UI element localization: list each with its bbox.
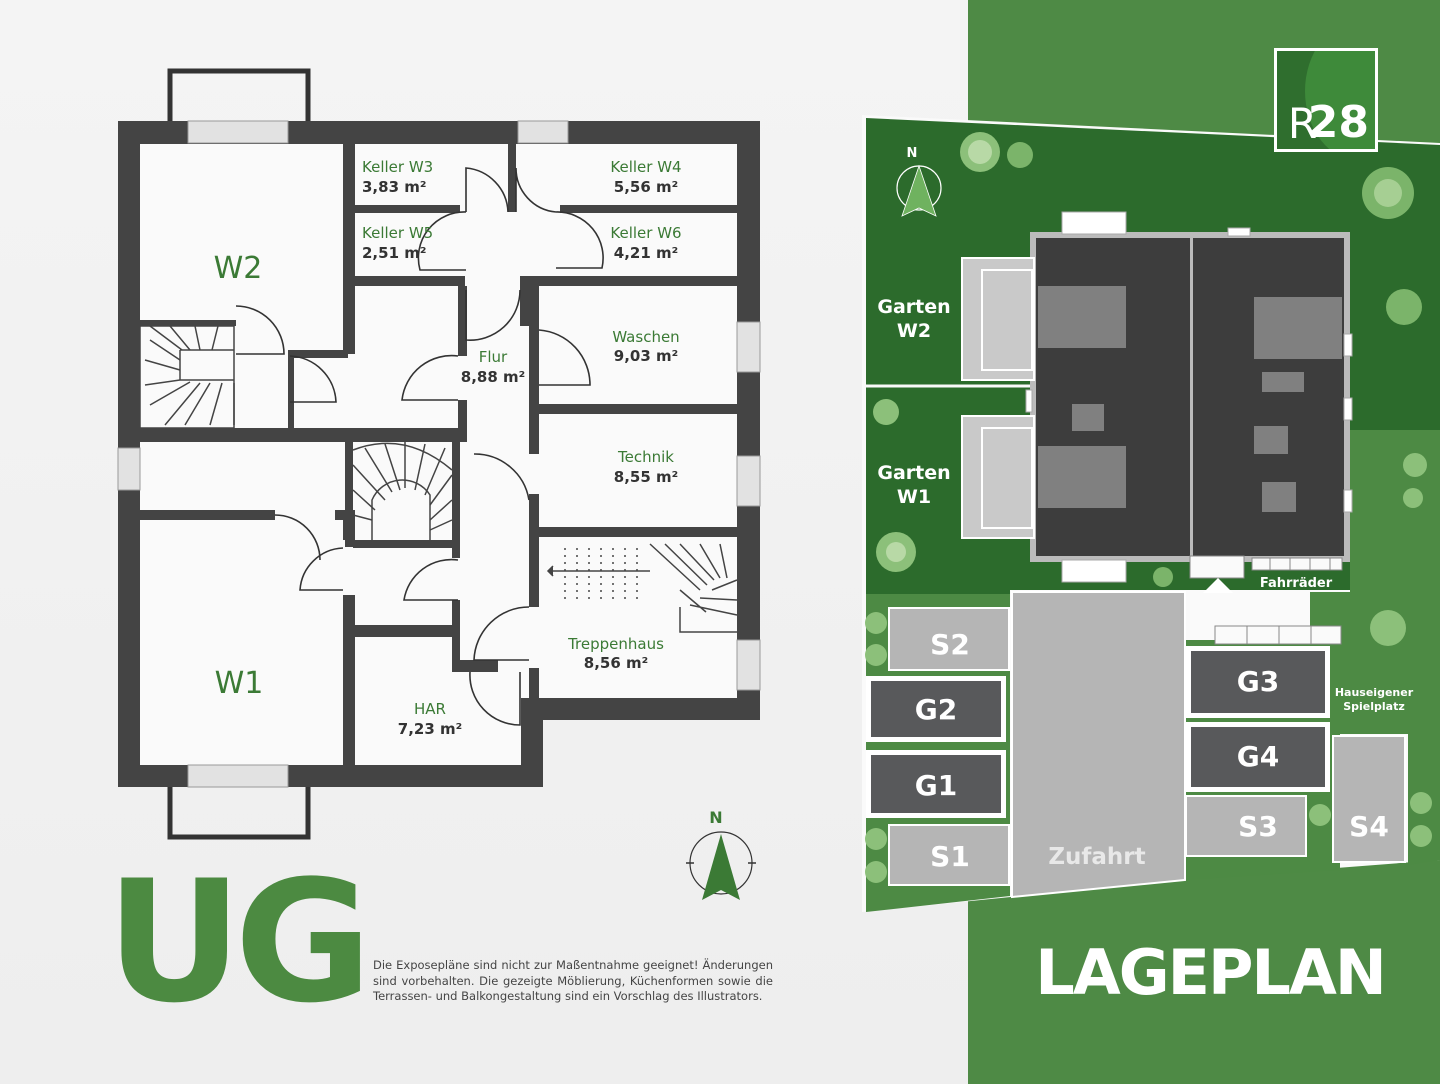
stairs-central (352, 442, 453, 540)
compass-north-label: N (709, 808, 722, 827)
room-area-waschen: 9,03 m² (614, 347, 678, 365)
site-plan-title: LAGEPLAN (1035, 936, 1387, 1009)
site-plan-panel (968, 0, 1440, 1084)
balcony-bottom (167, 780, 311, 840)
room-label-w2: W2 (214, 251, 263, 286)
room-label-keller-w4: Keller W4 (610, 158, 681, 176)
room-label-keller-w6: Keller W6 (610, 224, 681, 242)
room-area-treppenhaus: 8,56 m² (584, 654, 648, 672)
floor-title: UG (106, 844, 372, 1040)
room-label-waschen: Waschen (612, 328, 679, 346)
room-label-keller-w5: Keller W5 (362, 224, 433, 242)
room-label-w1: W1 (215, 666, 264, 701)
room-area-flur: 8,88 m² (461, 368, 525, 386)
logo-letter: R (1287, 99, 1317, 148)
room-area-keller-w6: 4,21 m² (614, 244, 678, 262)
windows (117, 120, 761, 788)
room-label-flur: Flur (479, 348, 508, 366)
stairs-w2 (139, 325, 235, 429)
room-area-technik: 8,55 m² (614, 468, 678, 486)
floor-plan-drawing: W2 W1 Keller W3 3,83 m² Keller W4 5,56 m… (117, 68, 761, 900)
room-label-har: HAR (414, 700, 446, 718)
room-area-har: 7,23 m² (398, 720, 462, 738)
compass-icon: N (686, 808, 756, 900)
room-label-treppenhaus: Treppenhaus (567, 635, 664, 653)
r28-logo: R 28 (1274, 48, 1378, 152)
room-area-keller-w3: 3,83 m² (362, 178, 426, 196)
interior-walls (140, 144, 737, 765)
disclaimer-text: Die Exposepläne sind nicht zur Maßentnah… (373, 958, 773, 1003)
room-label-technik: Technik (617, 448, 674, 466)
stairs-treppenhaus (546, 543, 738, 633)
room-area-keller-w5: 2,51 m² (362, 244, 426, 262)
doors (235, 167, 604, 726)
logo-number: 28 (1307, 97, 1369, 148)
room-area-keller-w4: 5,56 m² (614, 178, 678, 196)
balcony-top (167, 68, 311, 130)
room-label-keller-w3: Keller W3 (362, 158, 433, 176)
